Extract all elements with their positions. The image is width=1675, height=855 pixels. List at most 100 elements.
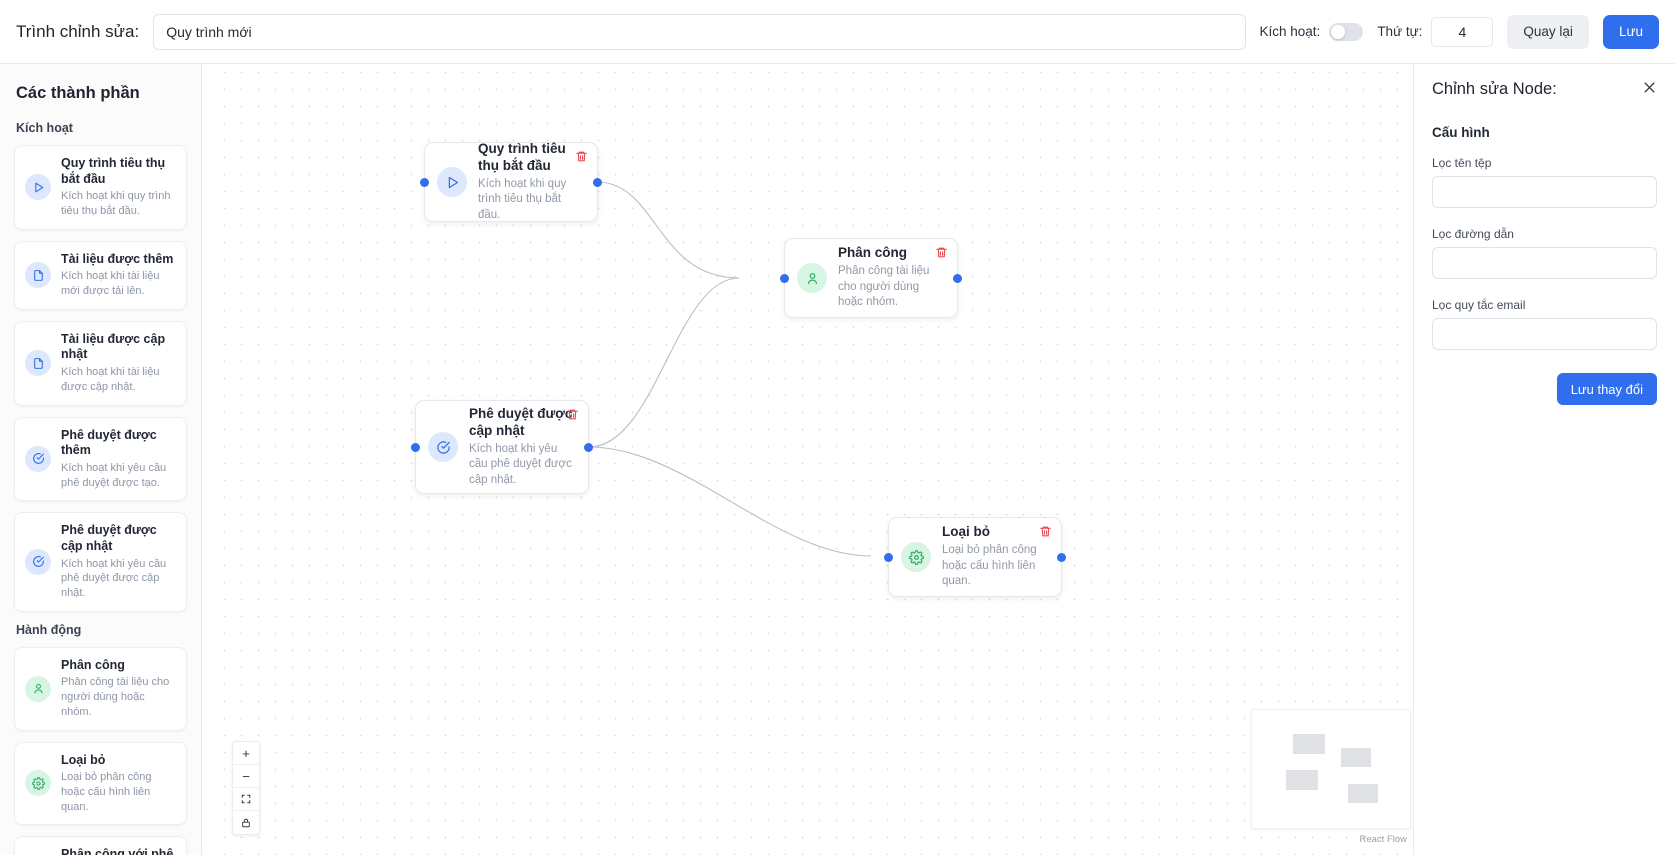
- check-circle-icon: [25, 445, 51, 472]
- node-desc: Phân công tài liệu cho người dùng hoặc n…: [838, 265, 930, 309]
- field-label: Lọc quy tắc email: [1432, 298, 1526, 312]
- minimap-node: [1341, 748, 1371, 767]
- gear-icon: [25, 770, 51, 797]
- node-desc: Loại bỏ phân công hoặc cấu hình liên qua…: [942, 544, 1037, 588]
- component-desc: Loại bỏ phân công hoặc cấu hình liên qua…: [61, 771, 152, 813]
- active-toggle[interactable]: [1329, 22, 1364, 41]
- component-name: Loại bỏ: [61, 752, 106, 767]
- node-handle-input[interactable]: [780, 273, 789, 283]
- panel-header: Chỉnh sửa Node:: [1432, 80, 1657, 99]
- node-handle-input[interactable]: [884, 552, 893, 562]
- order-group: Thứ tự:: [1377, 16, 1494, 47]
- panel-save-wrap: Lưu thay đổi: [1432, 373, 1657, 405]
- delete-icon[interactable]: [935, 246, 948, 260]
- component-desc: Kích hoạt khi quy trình tiêu thụ bắt đầu…: [61, 190, 171, 217]
- order-input[interactable]: [1431, 16, 1494, 47]
- node-handle-output[interactable]: [953, 273, 962, 283]
- component-name: Phê duyệt được cập nhật: [61, 523, 157, 553]
- canvas-node-trigger-start[interactable]: Quy trình tiêu thụ bắt đầu Kích hoạt khi…: [420, 141, 602, 223]
- zoom-in-button[interactable]: +: [233, 742, 259, 765]
- play-icon: [25, 174, 51, 201]
- node-handle-input[interactable]: [420, 177, 429, 187]
- order-label: Thứ tự:: [1377, 24, 1423, 39]
- component-card[interactable]: Phân công với phê duyệtPhân công tài liệ…: [14, 836, 187, 855]
- node-title: Quy trình tiêu thụ bắt đầu: [478, 140, 566, 173]
- toggle-knob: [1331, 24, 1346, 39]
- save-button[interactable]: Lưu: [1602, 14, 1659, 49]
- node-body: Loại bỏ Loại bỏ phân công hoặc cấu hình …: [942, 524, 1049, 589]
- delete-icon[interactable]: [575, 150, 588, 164]
- field-label: Lọc đường dẫn: [1432, 227, 1514, 241]
- editor-header: Trình chỉnh sửa: Kích hoạt: Thứ tự: Quay…: [0, 0, 1675, 64]
- lock-icon[interactable]: [233, 811, 259, 834]
- node-handle-output[interactable]: [584, 442, 593, 452]
- component-desc: Kích hoạt khi yêu cầu phê duyệt được tạo…: [61, 461, 167, 489]
- component-card[interactable]: Loại bỏ Loại bỏ phân công hoặc cấu hình l…: [14, 741, 187, 826]
- node-desc: Kích hoạt khi quy trình tiêu thụ bắt đầu…: [478, 177, 567, 221]
- zoom-out-button[interactable]: −: [233, 765, 259, 788]
- edge-approval-to-assign: [588, 277, 740, 448]
- user-icon: [797, 263, 827, 293]
- minimap-node: [1286, 770, 1318, 790]
- field-input[interactable]: [1432, 176, 1657, 208]
- canvas-node-assign[interactable]: Phân công Phân công tài liệu cho người d…: [780, 238, 962, 318]
- component-name: Phê duyệt được thêm: [61, 427, 157, 458]
- user-icon: [25, 675, 51, 702]
- node-handle-input[interactable]: [411, 442, 420, 452]
- component-name: Phân công với phê duyệt: [61, 847, 174, 855]
- check-circle-icon: [428, 432, 458, 462]
- node-title: Loại bỏ: [942, 524, 990, 540]
- play-icon: [437, 167, 467, 197]
- react-flow-attribution[interactable]: React Flow: [1359, 834, 1407, 845]
- active-toggle-group: Kích hoạt:: [1260, 22, 1364, 41]
- sidebar-group-label: Kích hoạt: [16, 121, 73, 135]
- node-body: Quy trình tiêu thụ bắt đầu Kích hoạt khi…: [478, 141, 585, 223]
- workflow-name-input[interactable]: [153, 13, 1246, 50]
- node-body: Phê duyệt được cập nhật Kích hoạt khi yê…: [469, 406, 576, 488]
- node-body: Phân công Phân công tài liệu cho người d…: [838, 245, 945, 310]
- minimap-node: [1293, 734, 1325, 754]
- field-input[interactable]: [1432, 247, 1657, 279]
- sidebar-title: Các thành phần: [16, 84, 140, 102]
- component-text: Phân công với phê duyệtPhân công tài liệ…: [61, 847, 176, 855]
- field-input[interactable]: [1432, 318, 1657, 350]
- panel-section-title: Cấu hình: [1432, 125, 1490, 140]
- node-handle-output[interactable]: [1057, 552, 1066, 562]
- check-circle-icon: [25, 548, 51, 575]
- component-desc: Kích hoạt khi tài liệu mới được tải lên.: [61, 270, 160, 298]
- canvas-node-approval-updated[interactable]: Phê duyệt được cập nhật Kích hoạt khi yê…: [411, 400, 593, 494]
- canvas-controls: + −: [232, 741, 260, 835]
- edge-approval-to-remove: [588, 446, 872, 557]
- delete-icon[interactable]: [1039, 525, 1052, 539]
- node-title: Phê duyệt được cập nhật: [469, 405, 573, 438]
- fit-view-icon[interactable]: [233, 788, 259, 811]
- node-handle-output[interactable]: [593, 177, 602, 187]
- minimap-node: [1348, 784, 1378, 803]
- component-name: Tài liệu được cập nhật: [61, 331, 166, 362]
- canvas-node-remove[interactable]: Loại bỏ Loại bỏ phân công hoặc cấu hình …: [884, 517, 1066, 597]
- component-text: Loại bỏ Loại bỏ phân công hoặc cấu hình l…: [61, 753, 176, 815]
- delete-icon[interactable]: [566, 408, 579, 422]
- panel-title: Chỉnh sửa Node:: [1432, 80, 1557, 98]
- component-desc: Kích hoạt khi yêu cầu phê duyệt được cập…: [61, 557, 167, 599]
- close-icon[interactable]: [1642, 80, 1657, 99]
- canvas-minimap[interactable]: [1251, 709, 1411, 829]
- back-button[interactable]: Quay lại: [1507, 14, 1589, 49]
- save-changes-button[interactable]: Lưu thay đổi: [1556, 373, 1657, 405]
- editor-label: Trình chỉnh sửa:: [16, 21, 140, 41]
- component-name: Phân công: [61, 657, 125, 672]
